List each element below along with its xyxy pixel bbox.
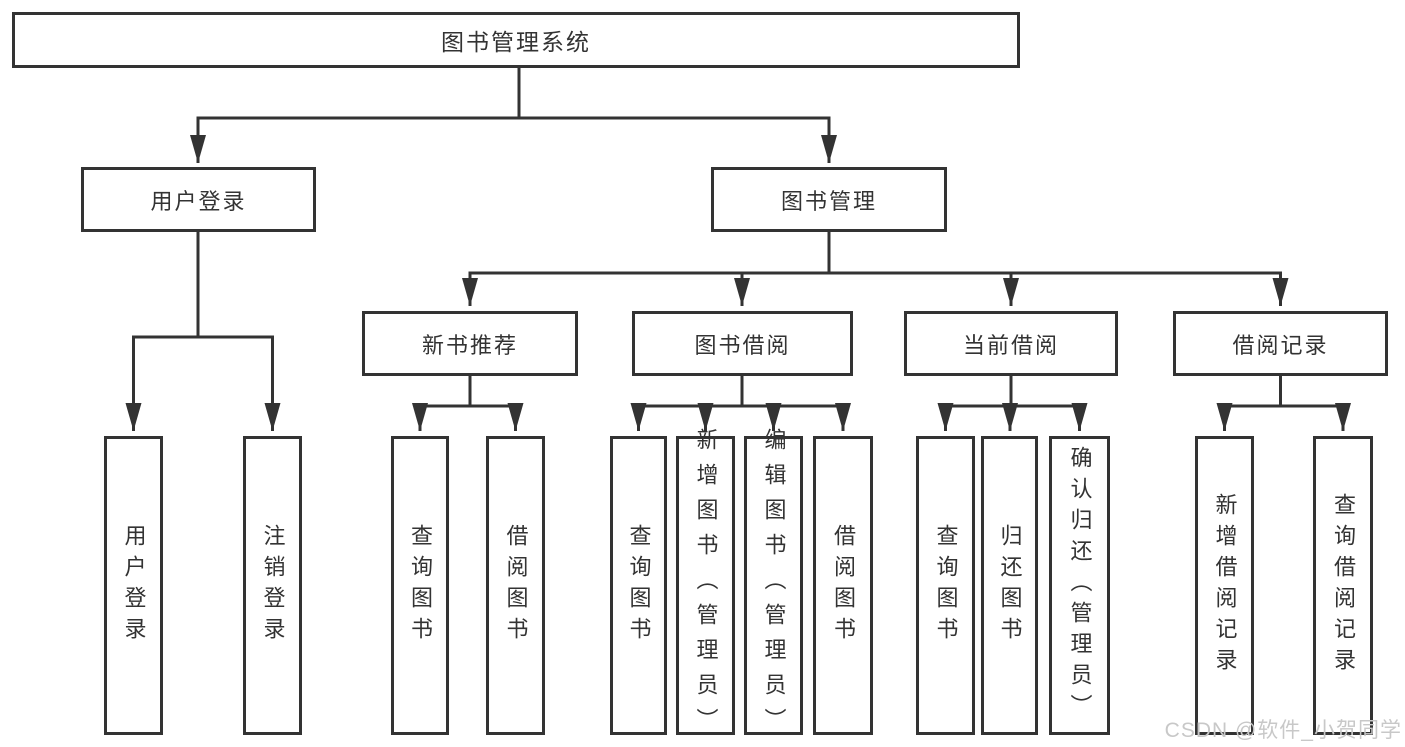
leaf-label: 新增图书（管理员） [693,428,719,743]
leaf-label: 查询图书 [933,523,959,648]
node-book-borrow: 图书借阅 [632,311,853,376]
node-book-mgmt: 图书管理 [711,167,947,232]
node-borrow-records: 借阅记录 [1173,311,1388,376]
leaf-label: 注销登录 [260,523,286,648]
node-label: 借阅记录 [1232,332,1329,358]
node-label: 图书管理系统 [441,29,591,55]
leaf-add-borrow-record: 新增借阅记录 [1195,436,1254,735]
node-current-borrow: 当前借阅 [904,311,1118,376]
leaf-logout: 注销登录 [243,436,302,735]
node-label: 当前借阅 [962,332,1059,358]
leaf-query-books-1: 查询图书 [391,436,449,735]
leaf-label: 归还图书 [997,523,1023,648]
leaf-user-login: 用户登录 [104,436,163,735]
leaf-label: 查询借阅记录 [1331,492,1356,679]
watermark-text: CSDN @软件_小贺同学 [1164,719,1402,742]
node-label: 图书管理 [780,188,877,214]
leaf-label: 借阅图书 [831,523,856,648]
leaf-return-books: 归还图书 [981,436,1038,735]
leaf-confirm-return-admin: 确认归还（管理员） [1049,436,1110,735]
leaf-label: 查询图书 [408,523,433,648]
node-root: 图书管理系统 [12,12,1020,68]
leaf-query-books-2: 查询图书 [610,436,667,735]
leaf-query-borrow-record: 查询借阅记录 [1313,436,1373,735]
node-label: 图书借阅 [694,332,791,358]
leaf-edit-books-admin: 编辑图书（管理员） [744,428,803,743]
leaf-borrow-books-1: 借阅图书 [486,436,545,735]
node-user-login: 用户登录 [81,167,316,232]
leaf-label: 用户登录 [121,523,147,648]
leaf-label: 确认归还（管理员） [1067,446,1093,725]
leaf-add-books-admin: 新增图书（管理员） [676,428,735,743]
leaf-borrow-books-2: 借阅图书 [813,436,873,735]
node-label: 用户登录 [150,188,247,214]
leaf-query-books-3: 查询图书 [916,436,975,735]
leaf-label: 查询图书 [626,523,652,648]
node-label: 新书推荐 [421,332,518,358]
leaf-label: 新增借阅记录 [1212,492,1238,679]
node-new-books: 新书推荐 [362,311,578,376]
leaf-label: 借阅图书 [503,523,529,648]
leaf-label: 编辑图书（管理员） [761,428,787,743]
